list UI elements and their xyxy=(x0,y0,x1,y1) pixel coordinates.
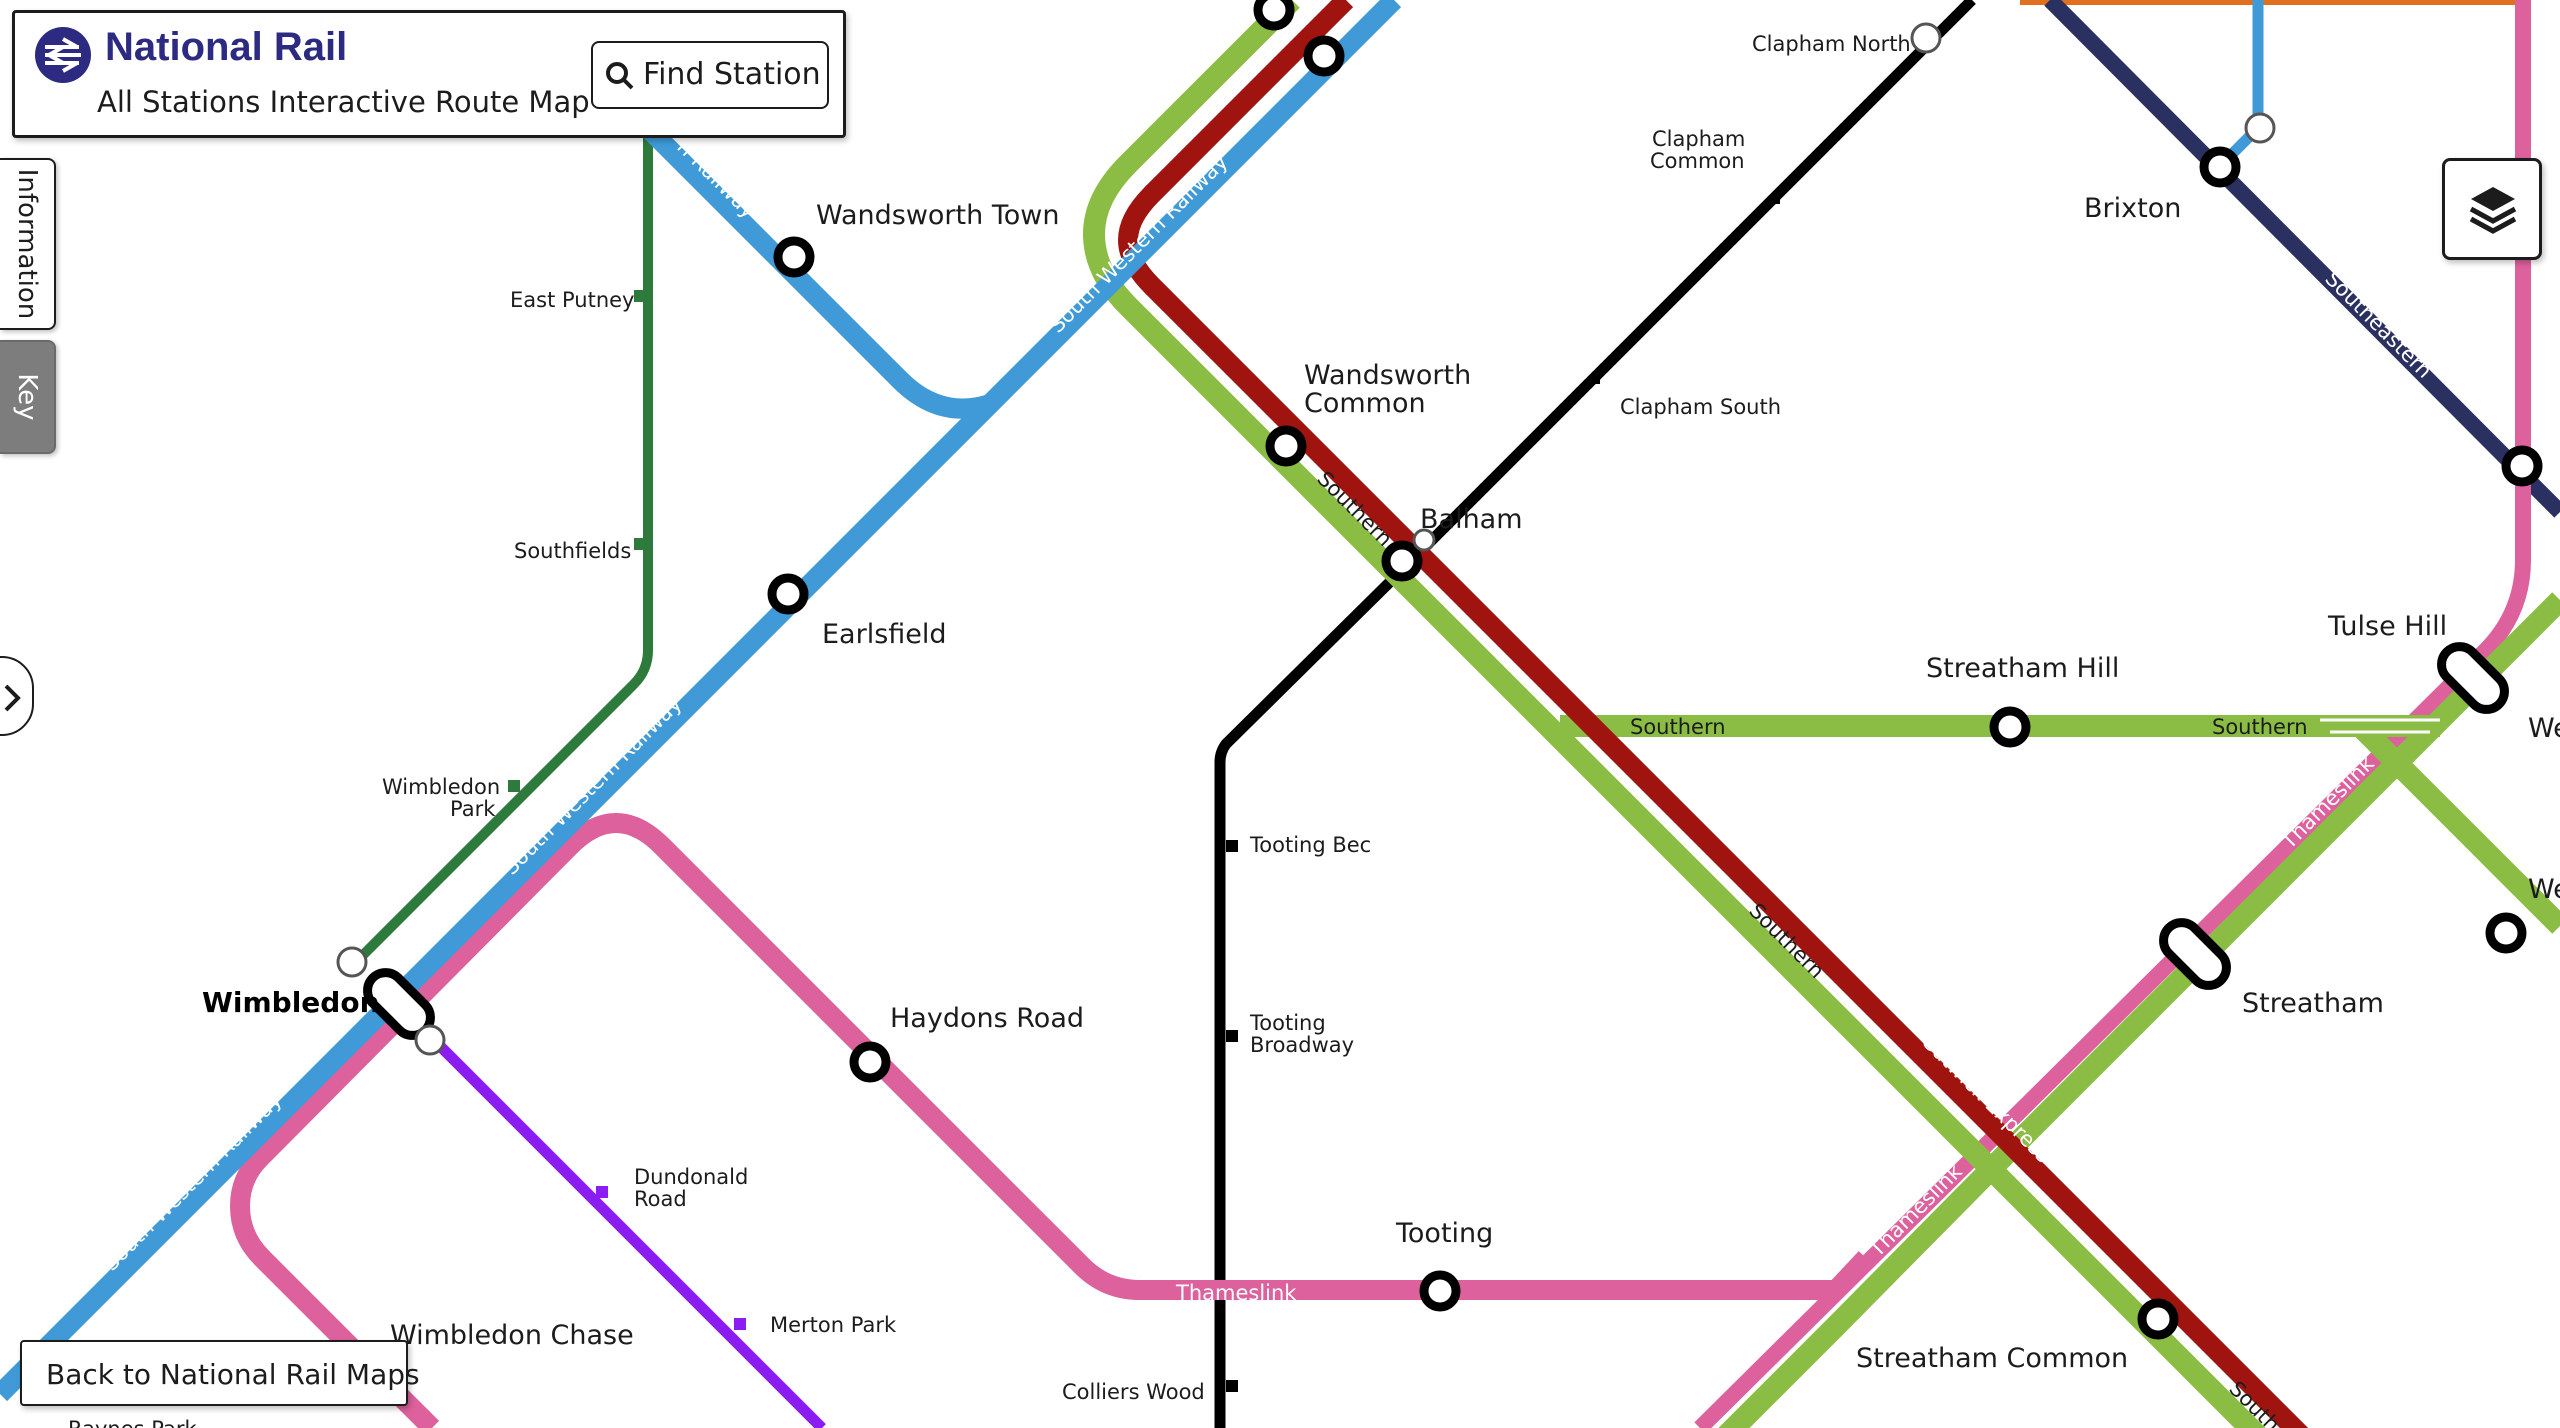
overground-markers xyxy=(336,22,2276,1056)
station-marker-top-1 xyxy=(1303,35,1345,77)
tab-information[interactable]: Information xyxy=(0,158,56,330)
station-marker-wandsworth-common xyxy=(1265,425,1307,467)
find-station-label: Find Station xyxy=(643,57,821,92)
label-southern-2: Southern xyxy=(1630,715,1726,739)
label-wandsworth-common-2: Common xyxy=(1304,388,1426,419)
label-streatham-common: Streatham Common xyxy=(1856,1343,2128,1374)
label-tooting-bec: Tooting Bec xyxy=(1249,833,1371,857)
label-tulse-hill: Tulse Hill xyxy=(2327,611,2447,642)
page-subtitle: All Stations Interactive Route Map xyxy=(97,85,590,119)
station-marker-brixton xyxy=(2199,146,2241,188)
station-marker-haydons-road xyxy=(849,1041,891,1083)
station-markers[interactable] xyxy=(767,0,2543,1340)
layers-button[interactable] xyxy=(2442,158,2542,260)
station-marker-balham xyxy=(1381,540,1423,582)
brand-name: National Rail xyxy=(105,25,348,69)
overground-blue-line xyxy=(2214,0,2264,172)
station-marker-west-2 xyxy=(2485,912,2527,954)
thameslink-line xyxy=(230,0,2531,1428)
label-streatham-hill: Streatham Hill xyxy=(1926,653,2119,684)
label-clapham-south: Clapham South xyxy=(1620,395,1781,419)
northern-line xyxy=(1214,0,1976,1428)
gatwick-express-line xyxy=(1118,0,2309,1428)
tram-line xyxy=(424,1030,826,1428)
label-wandsworth-town: Wandsworth Town xyxy=(816,200,1059,231)
label-east-putney: East Putney xyxy=(510,288,634,312)
header-panel: National Rail All Stations Interactive R… xyxy=(12,10,846,138)
label-balham: Balham xyxy=(1420,504,1523,535)
station-marker-top-2 xyxy=(1253,0,1295,31)
label-merton-park: Merton Park xyxy=(770,1313,897,1337)
national-rail-logo-icon xyxy=(35,27,91,83)
label-colliers-wood: Colliers Wood xyxy=(1062,1380,1205,1404)
label-clapham-common-1: Clapham xyxy=(1652,127,1745,151)
label-tooting: Tooting xyxy=(1395,1218,1493,1249)
station-marker-streatham-hill xyxy=(1989,706,2031,748)
label-wimbledon-chase: Wimbledon Chase xyxy=(390,1320,634,1351)
station-markers-capsule[interactable] xyxy=(360,639,2512,1043)
station-marker-tulse-hill xyxy=(2437,642,2509,714)
label-southern-4: Southern xyxy=(2212,715,2308,739)
label-thameslink-3: Thameslink xyxy=(1175,1281,1297,1305)
label-dundonald-road-2: Road xyxy=(634,1187,687,1211)
south-western-railway-line xyxy=(0,0,1402,1402)
label-west-1: We xyxy=(2528,713,2560,744)
southeastern-line xyxy=(2044,0,2560,518)
label-west-2: We xyxy=(2528,874,2560,905)
label-wandsworth-common-1: Wandsworth xyxy=(1304,360,1471,391)
label-raynes-park: Raynes Park xyxy=(68,1417,197,1428)
back-to-maps-button[interactable]: Back to National Rail Maps xyxy=(20,1340,420,1406)
station-marker-earlsfield xyxy=(767,573,809,615)
tab-key-label: Key xyxy=(12,373,42,421)
label-clapham-common-2: Common xyxy=(1650,149,1745,173)
label-southfields: Southfields xyxy=(514,539,631,563)
station-marker-streatham-common xyxy=(2137,1298,2179,1340)
district-line xyxy=(348,60,653,970)
station-marker-tooting xyxy=(1419,1270,1461,1312)
label-tooting-broadway-2: Broadway xyxy=(1250,1033,1354,1057)
tab-key[interactable]: Key xyxy=(0,340,56,454)
label-wimbledon: Wimbledon xyxy=(202,986,380,1019)
label-brixton: Brixton xyxy=(2084,193,2181,224)
label-dundonald-road-1: Dundonald xyxy=(634,1165,748,1189)
chevron-right-icon xyxy=(4,684,21,712)
station-marker-wandsworth-town xyxy=(773,236,815,278)
label-earlsfield: Earlsfield xyxy=(822,619,947,650)
label-haydons-road: Haydons Road xyxy=(890,1003,1084,1034)
label-streatham: Streatham xyxy=(2242,988,2384,1019)
southern-line xyxy=(1083,0,2560,1428)
label-clapham-north: Clapham North xyxy=(1752,32,1911,56)
layers-icon xyxy=(2469,187,2517,234)
minor-stop-ticks xyxy=(508,194,1780,1392)
label-tooting-broadway-1: Tooting xyxy=(1249,1011,1326,1035)
station-marker-right-edge xyxy=(2501,445,2543,487)
back-to-maps-label: Back to National Rail Maps xyxy=(46,1358,420,1391)
label-wimbledon-park-2: Park xyxy=(450,797,496,821)
find-station-button[interactable]: Find Station xyxy=(591,41,829,109)
search-icon xyxy=(606,62,634,90)
station-marker-streatham xyxy=(2159,918,2231,990)
tab-information-label: Information xyxy=(12,168,42,320)
label-southeastern: Southeastern xyxy=(2320,267,2436,383)
label-wimbledon-park-1: Wimbledon xyxy=(382,775,500,799)
